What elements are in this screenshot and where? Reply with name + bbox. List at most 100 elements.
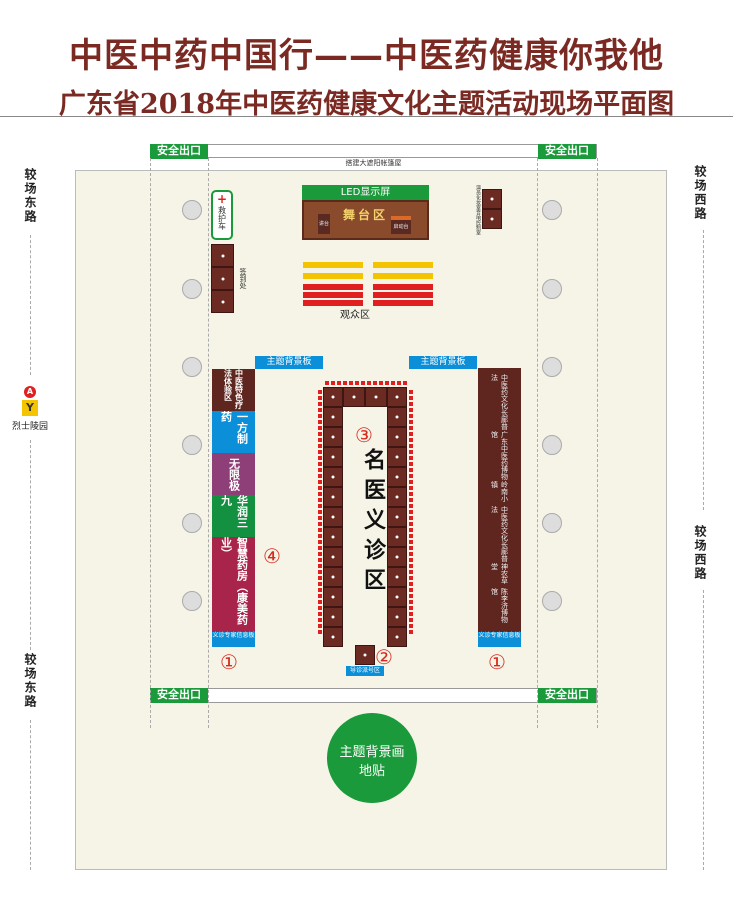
- lamp-post: [542, 435, 562, 455]
- booth-4: 智慧药房（康美药业）: [212, 537, 255, 632]
- chair: [409, 498, 413, 502]
- road-line: [703, 590, 704, 870]
- ambulance: + 救护车: [211, 190, 233, 240]
- seat: [379, 284, 385, 290]
- seat: [357, 284, 363, 290]
- chair: [318, 516, 322, 520]
- chair: [318, 582, 322, 586]
- seat: [409, 273, 415, 279]
- chair: [318, 492, 322, 496]
- divider: [208, 158, 209, 728]
- marker-4: ④: [263, 544, 281, 568]
- chair: [318, 468, 322, 472]
- right-booth-label: 岭南小镇: [490, 481, 509, 503]
- seat: [379, 300, 385, 306]
- chair: [409, 396, 413, 400]
- seat: [421, 300, 427, 306]
- seat: [351, 292, 357, 298]
- clinic-tent: [387, 447, 407, 467]
- seat: [373, 262, 379, 268]
- clinic-tent: [323, 487, 343, 507]
- chair: [318, 420, 322, 424]
- seat: [351, 273, 357, 279]
- chair: [343, 381, 347, 385]
- chair: [409, 456, 413, 460]
- seat: [303, 273, 309, 279]
- chair: [409, 618, 413, 622]
- chair: [409, 462, 413, 466]
- metro-icon: Y: [22, 400, 38, 416]
- divider: [597, 158, 598, 728]
- chair: [409, 438, 413, 442]
- seat: [339, 262, 345, 268]
- clinic-tent: [387, 547, 407, 567]
- led-screen: LED显示屏: [302, 185, 429, 200]
- seat: [409, 262, 415, 268]
- seat: [339, 300, 345, 306]
- chair: [318, 414, 322, 418]
- seat: [339, 284, 345, 290]
- road-label-right: 较场西路: [693, 165, 707, 221]
- seat: [303, 292, 309, 298]
- chair: [409, 540, 413, 544]
- chair: [318, 480, 322, 484]
- seat: [385, 284, 391, 290]
- seat: [397, 300, 403, 306]
- chair: [373, 381, 377, 385]
- podium: 讲台: [318, 214, 330, 234]
- clinic-tent: [387, 587, 407, 607]
- chair: [397, 381, 401, 385]
- clinic-tent: [387, 627, 407, 647]
- chair: [409, 414, 413, 418]
- booth-0: 中医特色疗法体验区: [212, 369, 255, 411]
- cross-icon: +: [216, 192, 228, 206]
- seat: [427, 273, 433, 279]
- clinic-label: 名医义诊区: [360, 448, 385, 598]
- chair: [318, 546, 322, 550]
- chair: [318, 564, 322, 568]
- right-booth-label: 中医药文化长廊普法: [490, 506, 509, 563]
- seat: [345, 300, 351, 306]
- info-board-left: 义诊专家信息板: [212, 632, 255, 647]
- divider: [537, 158, 538, 728]
- header: 中医中药中国行——中医药健康你我他 广东省2018年中医药健康文化主题活动现场平…: [0, 0, 733, 120]
- chair: [409, 486, 413, 490]
- seat: [421, 292, 427, 298]
- lamp-post: [542, 591, 562, 611]
- chair: [409, 492, 413, 496]
- clinic-tent: [387, 467, 407, 487]
- seat: [327, 292, 333, 298]
- seat: [333, 284, 339, 290]
- chair: [409, 570, 413, 574]
- seat: [309, 300, 315, 306]
- chair: [318, 606, 322, 610]
- tent: [482, 189, 502, 209]
- chair: [409, 624, 413, 628]
- metro-badge: A: [24, 386, 36, 398]
- seat: [409, 292, 415, 298]
- seat: [345, 273, 351, 279]
- chair: [318, 528, 322, 532]
- chair: [409, 522, 413, 526]
- chair: [409, 390, 413, 394]
- seat: [397, 273, 403, 279]
- seat: [315, 262, 321, 268]
- seat: [309, 284, 315, 290]
- lamp-post: [182, 357, 202, 377]
- chair: [409, 420, 413, 424]
- seat: [333, 292, 339, 298]
- lamp-post: [542, 200, 562, 220]
- chair: [379, 381, 383, 385]
- lamp-post: [182, 435, 202, 455]
- chair: [409, 576, 413, 580]
- seat: [351, 284, 357, 290]
- chair: [318, 474, 322, 478]
- metro-station: 烈士陵园: [12, 422, 49, 432]
- seat: [327, 273, 333, 279]
- seat: [391, 284, 397, 290]
- lamp-post: [542, 513, 562, 533]
- clinic-tent: [387, 427, 407, 447]
- chair: [409, 474, 413, 478]
- seat: [391, 300, 397, 306]
- seat: [403, 262, 409, 268]
